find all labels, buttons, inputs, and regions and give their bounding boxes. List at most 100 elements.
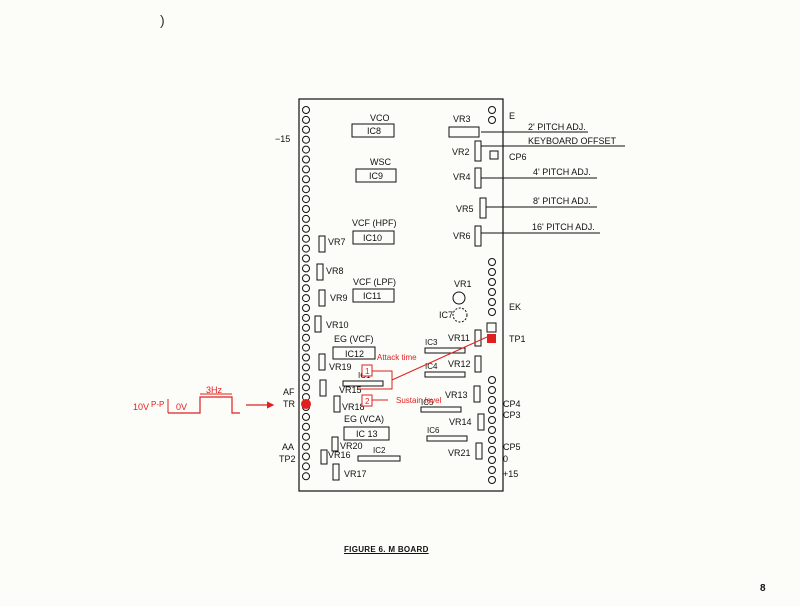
keyboard-offset-label: KEYBOARD OFFSET <box>528 136 617 146</box>
vr19-trimmer <box>318 353 326 371</box>
label-af: AF <box>283 387 295 397</box>
section-vcf-lpf: VCF (LPF) <box>353 277 396 287</box>
box1-text: 1 <box>365 367 370 376</box>
label-zero: 0 <box>503 454 508 464</box>
connector-pin <box>302 224 310 233</box>
pitch-adjust-callouts: 2' PITCH ADJ. KEYBOARD OFFSET 4' PITCH A… <box>481 122 625 234</box>
figure-caption: FIGURE 6. M BOARD <box>344 545 429 554</box>
label-tp1: TP1 <box>509 334 526 344</box>
vr11-label: VR11 <box>448 333 470 343</box>
connector-pin <box>488 298 496 306</box>
connector-pin <box>302 264 310 273</box>
vr8-label: VR8 <box>326 266 344 276</box>
vr3-trimmer <box>448 126 480 138</box>
label-cp4: CP4 <box>503 399 521 409</box>
pitch2-label: 2' PITCH ADJ. <box>528 122 586 132</box>
label-aa: AA <box>282 442 294 452</box>
vr2-trimmer <box>474 140 482 162</box>
ic7-label: IC7 <box>439 310 453 320</box>
connector-pin <box>302 333 310 342</box>
section-eg-vca: EG (VCA) <box>344 414 384 424</box>
attack-time-label: Attack time <box>377 353 417 362</box>
connector-pin <box>488 436 496 444</box>
connector-pin <box>488 288 496 296</box>
vr6-label: VR6 <box>453 231 471 241</box>
vr1-trimmer <box>452 291 466 305</box>
vr21-trimmer <box>475 442 483 460</box>
connector-pin <box>488 406 496 414</box>
vr10-trimmer <box>314 315 322 333</box>
connector-pin <box>302 175 310 184</box>
tp1-outline-pad <box>486 322 497 333</box>
connector-pin <box>488 466 496 474</box>
vr12-label: VR12 <box>448 359 471 369</box>
connector-pin <box>302 432 310 441</box>
left-connector-pins <box>302 106 310 481</box>
vr17-label: VR17 <box>344 469 367 479</box>
ic10-chip: IC10 <box>352 230 395 245</box>
connector-pin <box>488 106 496 114</box>
vr13-label: VR13 <box>445 390 468 400</box>
vr16-trimmer <box>320 449 328 465</box>
connector-pin <box>302 244 310 253</box>
vr14-trimmer <box>477 413 485 431</box>
connector-pin <box>302 145 310 154</box>
signal-freq: 3Hz <box>206 385 223 395</box>
connector-pin <box>302 472 310 481</box>
scan-mark: ) <box>160 12 165 28</box>
vr8-trimmer <box>316 263 324 281</box>
connector-pin <box>302 313 310 322</box>
ic12-label: IC12 <box>345 349 364 359</box>
connector-pin <box>488 258 496 266</box>
ic12-chip: IC12 <box>332 346 376 360</box>
cp6-pad <box>489 150 499 160</box>
ic11-label: IC11 <box>363 291 381 301</box>
vr3-label: VR3 <box>453 114 471 124</box>
annotation-link <box>391 336 488 381</box>
ic13-label: IC 13 <box>356 429 378 439</box>
vr13-trimmer <box>473 385 481 403</box>
label-ek: EK <box>509 302 521 312</box>
section-eg-vcf: EG (VCF) <box>334 334 374 344</box>
ic4-strip <box>424 371 466 378</box>
connector-pin <box>488 396 496 404</box>
vr7-label: VR7 <box>328 237 346 247</box>
ic8-chip: IC8 <box>351 123 395 138</box>
connector-pin <box>302 412 310 421</box>
connector-pin <box>302 383 310 392</box>
ic10-label: IC10 <box>363 233 382 243</box>
vr18-trimmer <box>333 395 341 413</box>
label-minus15: −15 <box>275 134 290 144</box>
ic5-label: IC5 <box>421 398 434 407</box>
connector-pin <box>488 426 496 434</box>
vr5-trimmer <box>479 197 487 219</box>
connector-pin <box>302 205 310 213</box>
connector-pin <box>302 304 310 312</box>
connector-pin <box>302 363 310 372</box>
section-vco: VCO <box>370 113 390 123</box>
vr20-label: VR20 <box>340 441 363 451</box>
label-cp6: CP6 <box>509 152 527 162</box>
ic3-label: IC3 <box>425 338 438 347</box>
board-outline <box>298 98 504 492</box>
ic13-chip: IC 13 <box>343 426 390 441</box>
vr1-label: VR1 <box>454 279 472 289</box>
connector-pin <box>302 353 310 362</box>
vr12-trimmer <box>474 355 482 373</box>
vr15-label: VR15 <box>339 385 362 395</box>
ic6-label: IC6 <box>427 426 440 435</box>
connector-pin <box>302 274 310 283</box>
connector-pin <box>302 106 310 114</box>
connector-pin <box>488 308 496 316</box>
box2-text: 2 <box>365 397 370 406</box>
connector-pin <box>488 446 496 454</box>
connector-pin <box>302 135 310 144</box>
ic2-label: IC2 <box>373 446 386 455</box>
ic4-label: IC4 <box>425 362 438 371</box>
vr10-label: VR10 <box>326 320 349 330</box>
input-signal: 3Hz 10V P-P 0V <box>133 385 275 414</box>
connector-pin <box>488 456 496 464</box>
connector-pin <box>302 294 310 303</box>
label-e: E <box>509 111 515 121</box>
connector-pin <box>302 214 310 223</box>
